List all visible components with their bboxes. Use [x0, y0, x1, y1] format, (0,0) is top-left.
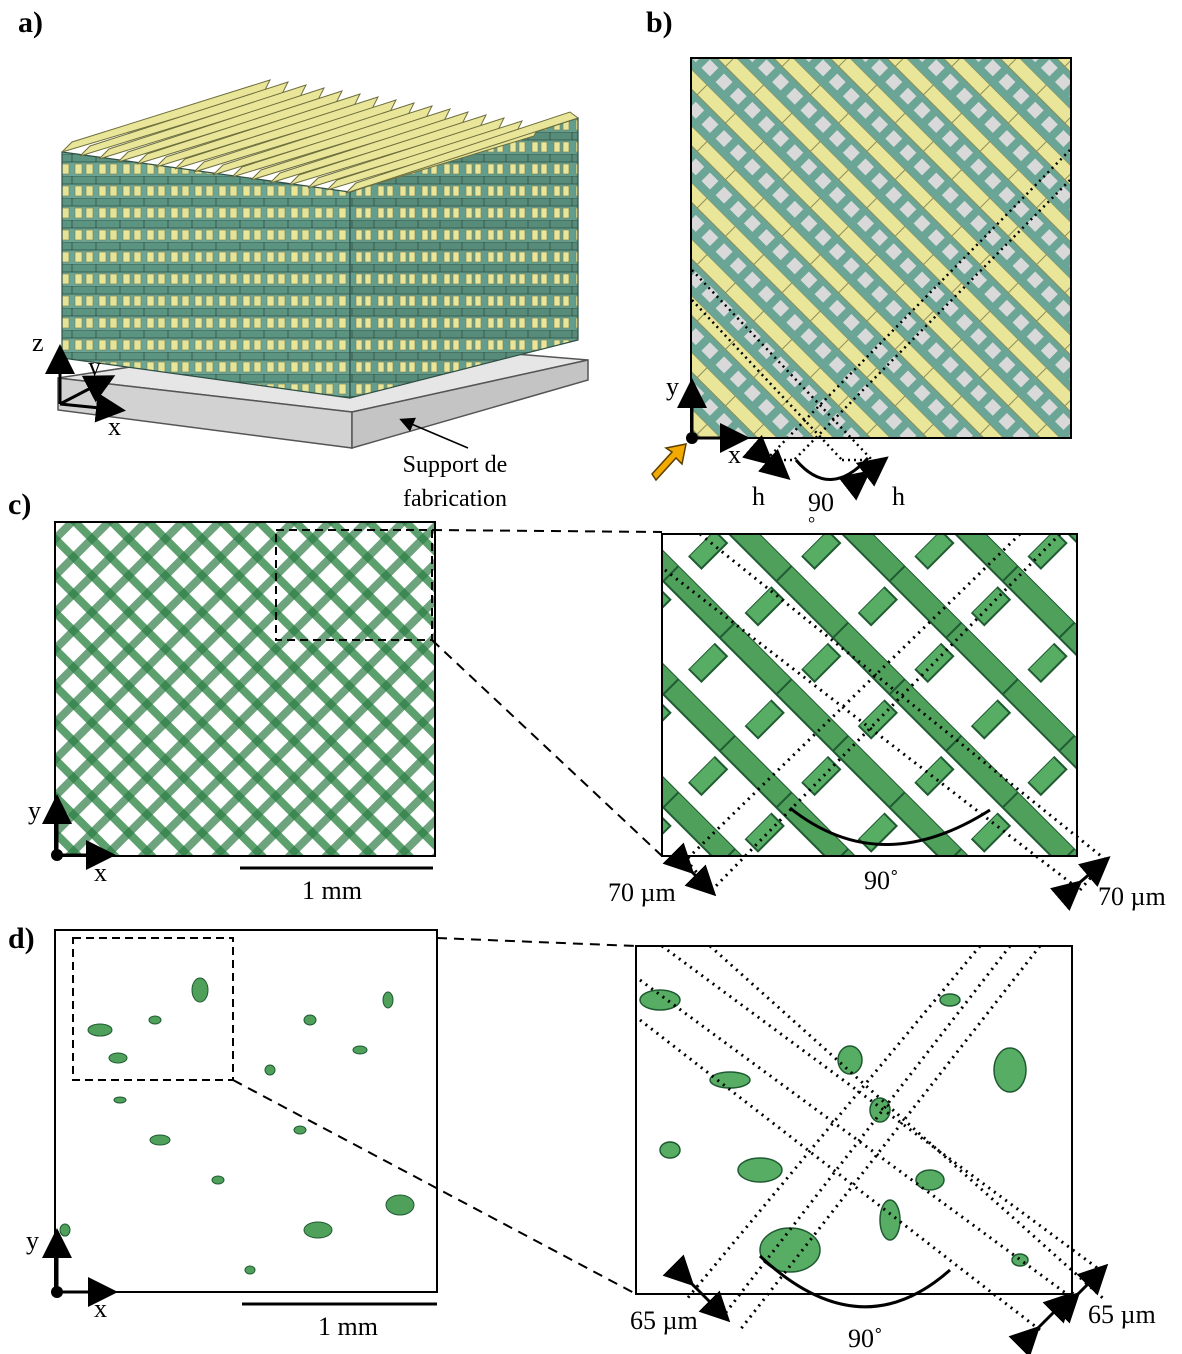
panel-b-label: b) — [646, 6, 673, 39]
panel-d-angle-arc — [758, 1254, 951, 1309]
panel-b-axis-x: x — [728, 440, 741, 469]
panel-c-axis-x: x — [94, 858, 107, 887]
panel-a-axis-z: z — [32, 328, 44, 357]
panel-a-axes — [45, 344, 126, 423]
panel-d-zoom-image — [635, 945, 1073, 1295]
top-fins — [61, 79, 580, 194]
panel-c-width-right: 70 µm — [1098, 882, 1166, 911]
support-pointer-line — [399, 417, 469, 449]
panel-d-axis-y: y — [26, 1226, 39, 1255]
panel-c-angle-arc — [789, 806, 991, 846]
panel-b-axis-y: y — [666, 372, 679, 401]
panel-d-zoom-pores — [639, 989, 1029, 1273]
panel-b-angle: 90 — [808, 488, 834, 517]
panel-b-h-arrows — [742, 434, 889, 501]
panel-b-angle-mark: ° — [808, 513, 816, 533]
panel-a-label: a) — [18, 6, 43, 39]
view-direction-arrow — [651, 443, 687, 482]
panel-b-lattice-square — [690, 57, 1072, 439]
panel-b-origin-dot — [686, 432, 698, 444]
panel-c-zoom-image — [661, 533, 1078, 857]
panel-c-scale-label: 1 mm — [302, 876, 362, 905]
panel-a-lattice-block — [57, 79, 589, 449]
panel-c-width-left: 70 µm — [608, 878, 676, 907]
panel-c-tomography — [54, 521, 436, 857]
panel-c-width-arrows — [662, 842, 1111, 912]
lattice-front-face — [61, 151, 351, 399]
panel-c-angle: 90˚ — [864, 866, 899, 895]
support-label-line1: Support de — [402, 452, 508, 478]
panel-c-axes — [42, 794, 116, 870]
panel-d-pores — [59, 977, 415, 1275]
panel-d-angle: 90˚ — [848, 1324, 883, 1353]
panel-a-axis-y: y — [88, 352, 101, 381]
panel-d-width-right: 65 µm — [1088, 1300, 1156, 1329]
panel-c-zoom-lines — [431, 529, 663, 857]
panel-d-zoom-box — [72, 937, 234, 1081]
support-label-line2: fabrication — [403, 486, 507, 512]
panel-b-h-right: h — [892, 482, 905, 511]
panel-d-scale-label: 1 mm — [318, 1312, 378, 1341]
panel-d-tomography — [54, 929, 438, 1293]
panel-b-h-left: h — [752, 482, 765, 511]
panel-d-axis-x: x — [94, 1294, 107, 1323]
panel-d-dotted-guides — [639, 944, 1107, 1332]
panel-d-width-arrows — [662, 1254, 1109, 1354]
panel-b-angle-arc — [794, 456, 870, 481]
panel-d-origin-dot — [51, 1286, 63, 1298]
support-label: Support de fabrication — [382, 448, 528, 516]
panel-c-zoom-box — [275, 529, 433, 641]
panel-d-width-left: 65 µm — [630, 1306, 698, 1335]
panel-c-dotted-guides — [664, 532, 1108, 892]
panel-b-axes — [677, 378, 750, 453]
panel-d-axes — [42, 1228, 118, 1307]
panel-c-axis-y: y — [28, 796, 41, 825]
panel-a-axis-x: x — [108, 412, 121, 441]
panel-d-label: d) — [8, 922, 35, 955]
panel-c-origin-dot — [51, 849, 63, 861]
panel-c-label: c) — [8, 488, 32, 521]
panel-d-zoom-lines — [232, 937, 637, 1295]
